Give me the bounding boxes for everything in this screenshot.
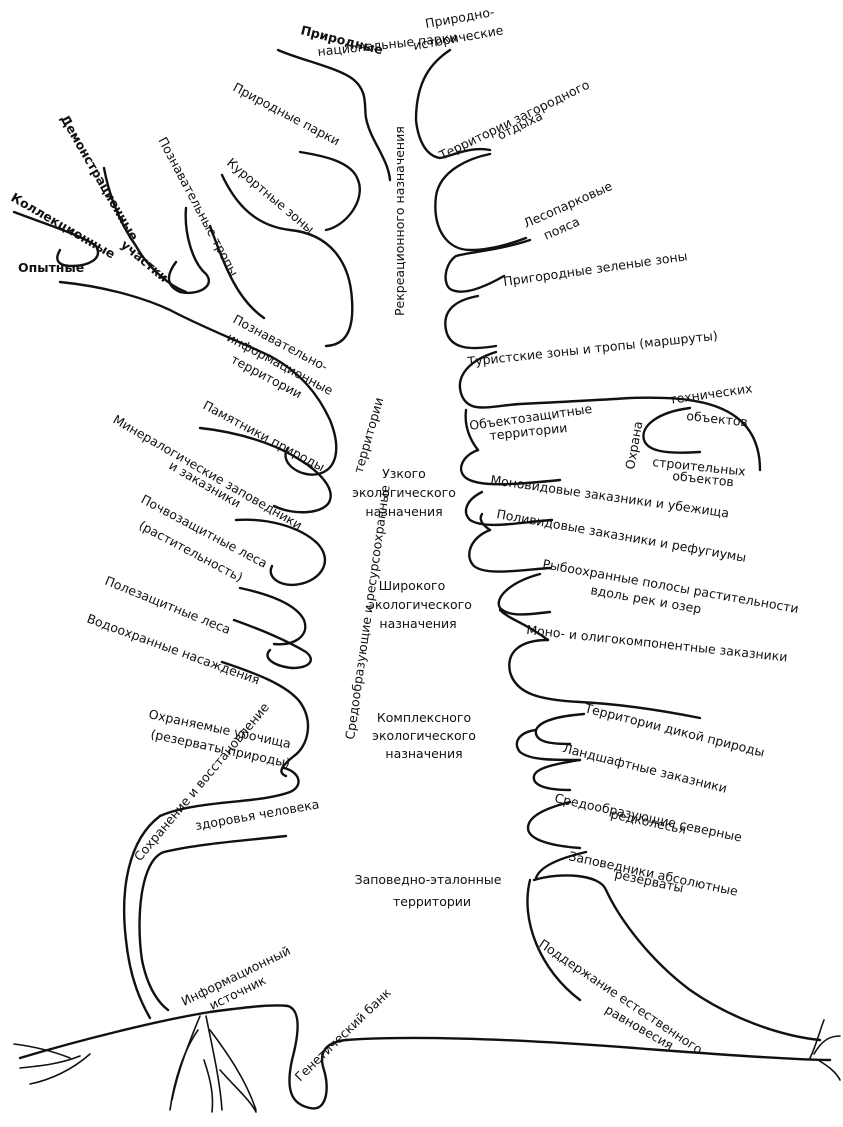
label-uzkogo-1: Узкого (382, 466, 426, 481)
label-shirokogo-3: назначения (379, 616, 456, 631)
label-kompleks-1: Комплексного (377, 710, 471, 725)
branch-line (534, 760, 580, 790)
branch-line (469, 530, 550, 572)
label-shirokogo-1: Широкого (379, 578, 446, 593)
label-prigorod: Пригородные зеленые зоны (502, 248, 688, 289)
label-zapovedno-1: Заповедно-эталонные (355, 872, 502, 887)
base-line (20, 1005, 288, 1058)
label-kollekc: Коллекционные (9, 190, 118, 262)
branch-line (499, 574, 550, 615)
branch-line (445, 296, 496, 348)
base-line (346, 1038, 830, 1060)
label-prirodnye-parki: Природные парки (231, 79, 343, 148)
label-uzkogo-2: экологического (352, 485, 456, 500)
branch-line (104, 168, 186, 292)
label-sredoobraz: Средообразующие и ресурсоохранные (342, 484, 393, 741)
label-tekhnich-1: технических (668, 380, 753, 407)
trunk-right-edge (527, 880, 580, 1000)
label-tekhnich-2: объектов (686, 408, 749, 429)
label-turist: Туристские зоны и тропы (маршруты) (466, 328, 719, 369)
label-uzkogo-3: назначения (365, 504, 442, 519)
label-okhrana: Охрана (622, 420, 645, 471)
label-poznav-tropy: Познавательные тропы (155, 134, 241, 278)
trunk-right-edge (481, 514, 490, 530)
label-sokhranenie-2: здоровья человека (194, 796, 320, 833)
label-mono-oligo: Моно- и олигокомпонентные заказники (526, 622, 789, 664)
label-zapovedno-2: территории (393, 894, 471, 909)
label-rekreac: Рекреационного назначения (392, 126, 407, 316)
label-kompleks-3: назначения (385, 746, 462, 761)
label-shirokogo-2: экологического (368, 597, 472, 612)
label-uchastki: участки (118, 237, 171, 285)
roots (14, 1016, 840, 1112)
branch-line (234, 620, 311, 668)
branch-line (536, 714, 584, 744)
label-kompleks-2: экологического (372, 728, 476, 743)
branch-line (435, 154, 526, 250)
label-opytnye: Опытные (18, 260, 84, 275)
label-pamyatniki: Памятники природы (201, 397, 328, 474)
labels: Природные национальные парки Природные п… (9, 4, 800, 1084)
label-vodookhr: Водоохранные насаждения (85, 611, 262, 688)
label-genetich: Генетический банк (292, 985, 394, 1085)
label-territorii-vert: территории (350, 396, 386, 475)
label-landsh: Ландшафтные заказники (561, 740, 728, 795)
label-podderzhanie-1: Поддержание естественного (536, 936, 705, 1057)
